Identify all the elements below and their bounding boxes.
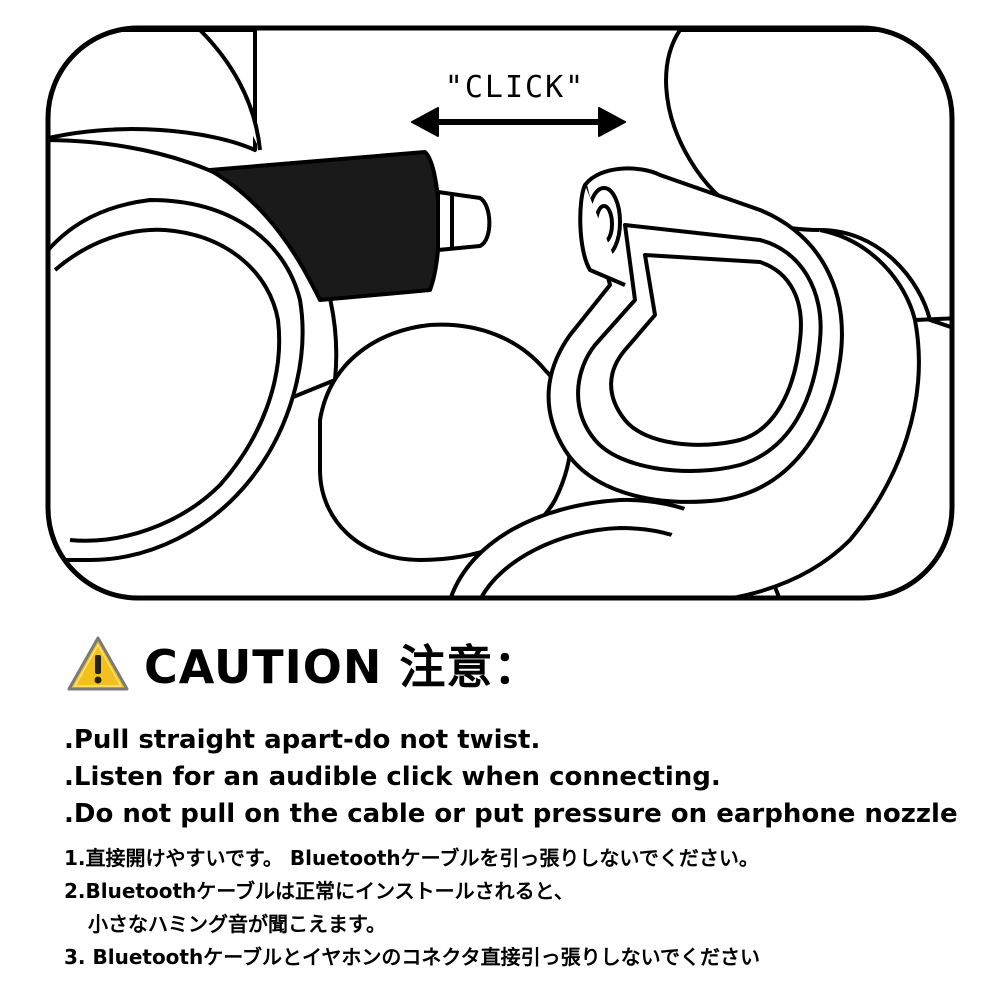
instruction-en-3: .Do not pull on the cable or put pressur… — [64, 799, 958, 829]
instruction-en-2: .Listen for an audible click when connec… — [64, 762, 721, 792]
japanese-instructions: 1.直接開けやすいです。 Bluetoothケーブルを引っ張りしないでください。… — [64, 842, 760, 974]
double-arrow-icon — [411, 107, 626, 137]
caution-header: CAUTION 注意： — [66, 632, 540, 696]
instruction-jp-2-cont: 小さなハミング音が聞こえます。 — [88, 912, 386, 936]
caution-title: CAUTION 注意： — [144, 640, 541, 694]
connector-illustration — [45, 25, 955, 601]
cable-plug-sleeve — [208, 150, 442, 302]
instruction-jp-2: 2.Bluetoothケーブルは正常にインストールされると、 — [64, 879, 574, 903]
illustration-frame — [45, 25, 955, 601]
instruction-jp-1: 1.直接開けやすいです。 Bluetoothケーブルを引っ張りしないでください。 — [64, 846, 759, 870]
plug-pin — [436, 190, 492, 252]
earphone-body-left — [48, 28, 257, 152]
instruction-jp-3: 3. Bluetoothケーブルとイヤホンのコネクタ直接引っ張りしないでください — [64, 945, 761, 969]
instruction-en-1: .Pull straight apart-do not twist. — [64, 725, 541, 755]
click-label: "CLICK" — [444, 70, 586, 105]
warning-triangle-icon — [67, 636, 129, 691]
english-instructions: .Pull straight apart-do not twist. .List… — [64, 722, 958, 833]
